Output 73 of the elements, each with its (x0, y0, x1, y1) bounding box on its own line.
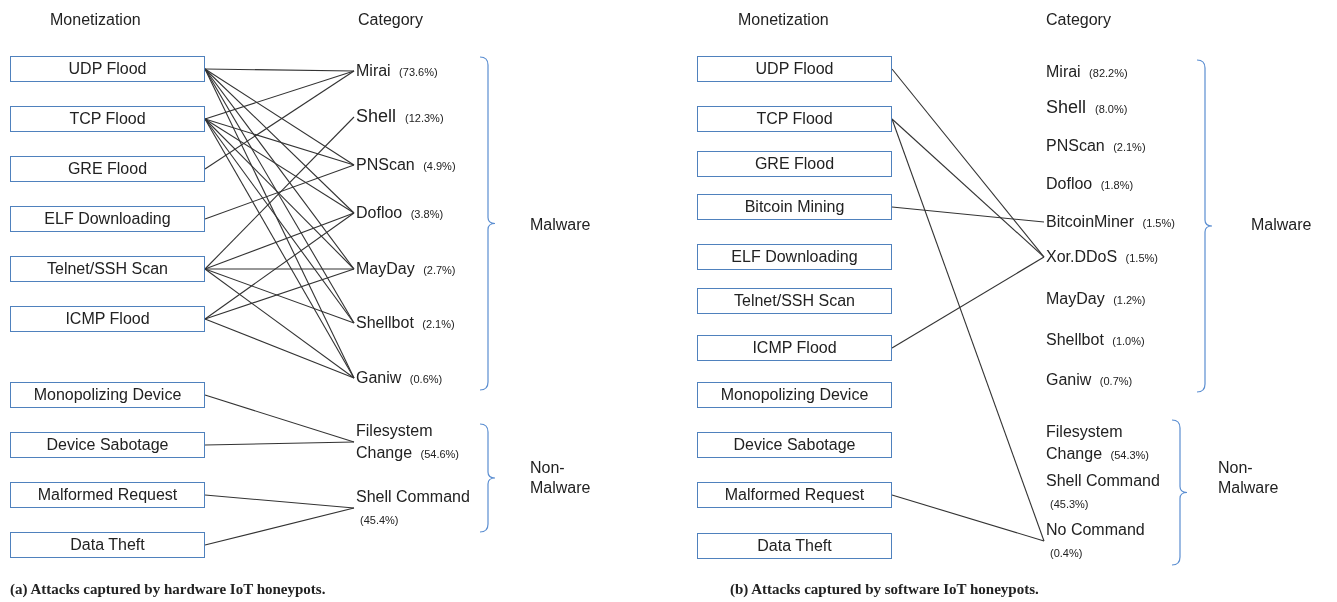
category-label: No Command (0.4%) (1046, 519, 1171, 563)
connector-line (204, 70, 355, 120)
process-box: ELF Downloading (10, 206, 205, 232)
process-box: UDP Flood (697, 56, 892, 82)
column-heading: Category (1046, 10, 1112, 30)
connector-line (204, 494, 355, 509)
column-heading: Non-Malware (1218, 458, 1280, 498)
connector-line (204, 118, 355, 379)
category-label: PNScan (2.1%) (1046, 135, 1196, 157)
process-box: Telnet/SSH Scan (697, 288, 892, 314)
caption: (a) Attacks captured by hardware IoT honeypots. (10, 580, 327, 599)
category-label: Shell Command (45.3%) (1046, 470, 1171, 514)
category-label: Dofloo (1.8%) (1046, 173, 1196, 195)
category-label: Shell (12.3%) (356, 105, 506, 129)
connector-line (891, 494, 1045, 542)
category-label: Ganiw (0.7%) (1046, 369, 1196, 391)
category-label: MayDay (1.2%) (1046, 288, 1196, 310)
connector-line (891, 256, 1045, 349)
category-label: Filesystem Change (54.6%) (356, 419, 474, 465)
category-label: Xor.DDoS (1.5%) (1046, 246, 1196, 268)
connector-line (204, 68, 355, 72)
process-box: ICMP Flood (697, 335, 892, 361)
connector-line (204, 507, 355, 546)
process-box: ICMP Flood (10, 306, 205, 332)
caption: (b) Attacks captured by software IoT honeypots. (730, 580, 1040, 599)
process-box: GRE Flood (10, 156, 205, 182)
column-heading: Malware (530, 215, 592, 235)
connector-line (204, 318, 355, 379)
process-box: TCP Flood (697, 106, 892, 132)
connector-line (204, 118, 355, 324)
connector-line (204, 118, 355, 166)
connector-line (891, 118, 1045, 542)
connector-line (204, 268, 355, 379)
column-heading: Monetization (738, 10, 830, 30)
connector-line (891, 68, 1045, 258)
category-label: BitcoinMiner (1.5%) (1046, 211, 1216, 233)
connector-line (204, 268, 355, 270)
category-label: Shellbot (1.0%) (1046, 329, 1196, 351)
process-box: Bitcoin Mining (697, 194, 892, 220)
process-box: Telnet/SSH Scan (10, 256, 205, 282)
column-heading: Monetization (50, 10, 142, 30)
connector-line (204, 441, 355, 446)
column-heading: Non-Malware (530, 458, 590, 498)
process-box: ELF Downloading (697, 244, 892, 270)
category-label: PNScan (4.9%) (356, 154, 506, 176)
process-box: Monopolizing Device (10, 382, 205, 408)
category-label: Filesystem Change (54.3%) (1046, 420, 1164, 466)
category-label: Ganiw (0.6%) (356, 367, 506, 389)
process-box: Device Sabotage (697, 432, 892, 458)
process-box: Monopolizing Device (697, 382, 892, 408)
category-label: MayDay (2.7%) (356, 258, 506, 280)
column-heading: Malware (1251, 215, 1313, 235)
category-label: Dofloo (3.8%) (356, 202, 506, 224)
category-label: Shell (8.0%) (1046, 96, 1196, 120)
process-box: Malformed Request (697, 482, 892, 508)
connector-line (204, 212, 355, 270)
process-box: Device Sabotage (10, 432, 205, 458)
category-label: Shell Command (45.4%) (356, 486, 481, 530)
connector-line (204, 164, 355, 220)
process-box: GRE Flood (697, 151, 892, 177)
category-label: Mirai (73.6%) (356, 60, 506, 82)
process-box: TCP Flood (10, 106, 205, 132)
connector-line (204, 212, 355, 320)
connector-line (204, 118, 355, 214)
process-box: UDP Flood (10, 56, 205, 82)
connector-line (891, 206, 1045, 223)
process-box: Malformed Request (10, 482, 205, 508)
column-heading: Category (358, 10, 424, 30)
category-label: Shellbot (2.1%) (356, 312, 506, 334)
category-label: Mirai (82.2%) (1046, 61, 1206, 83)
connector-line (891, 118, 1045, 258)
process-box: Data Theft (697, 533, 892, 559)
process-box: Data Theft (10, 532, 205, 558)
